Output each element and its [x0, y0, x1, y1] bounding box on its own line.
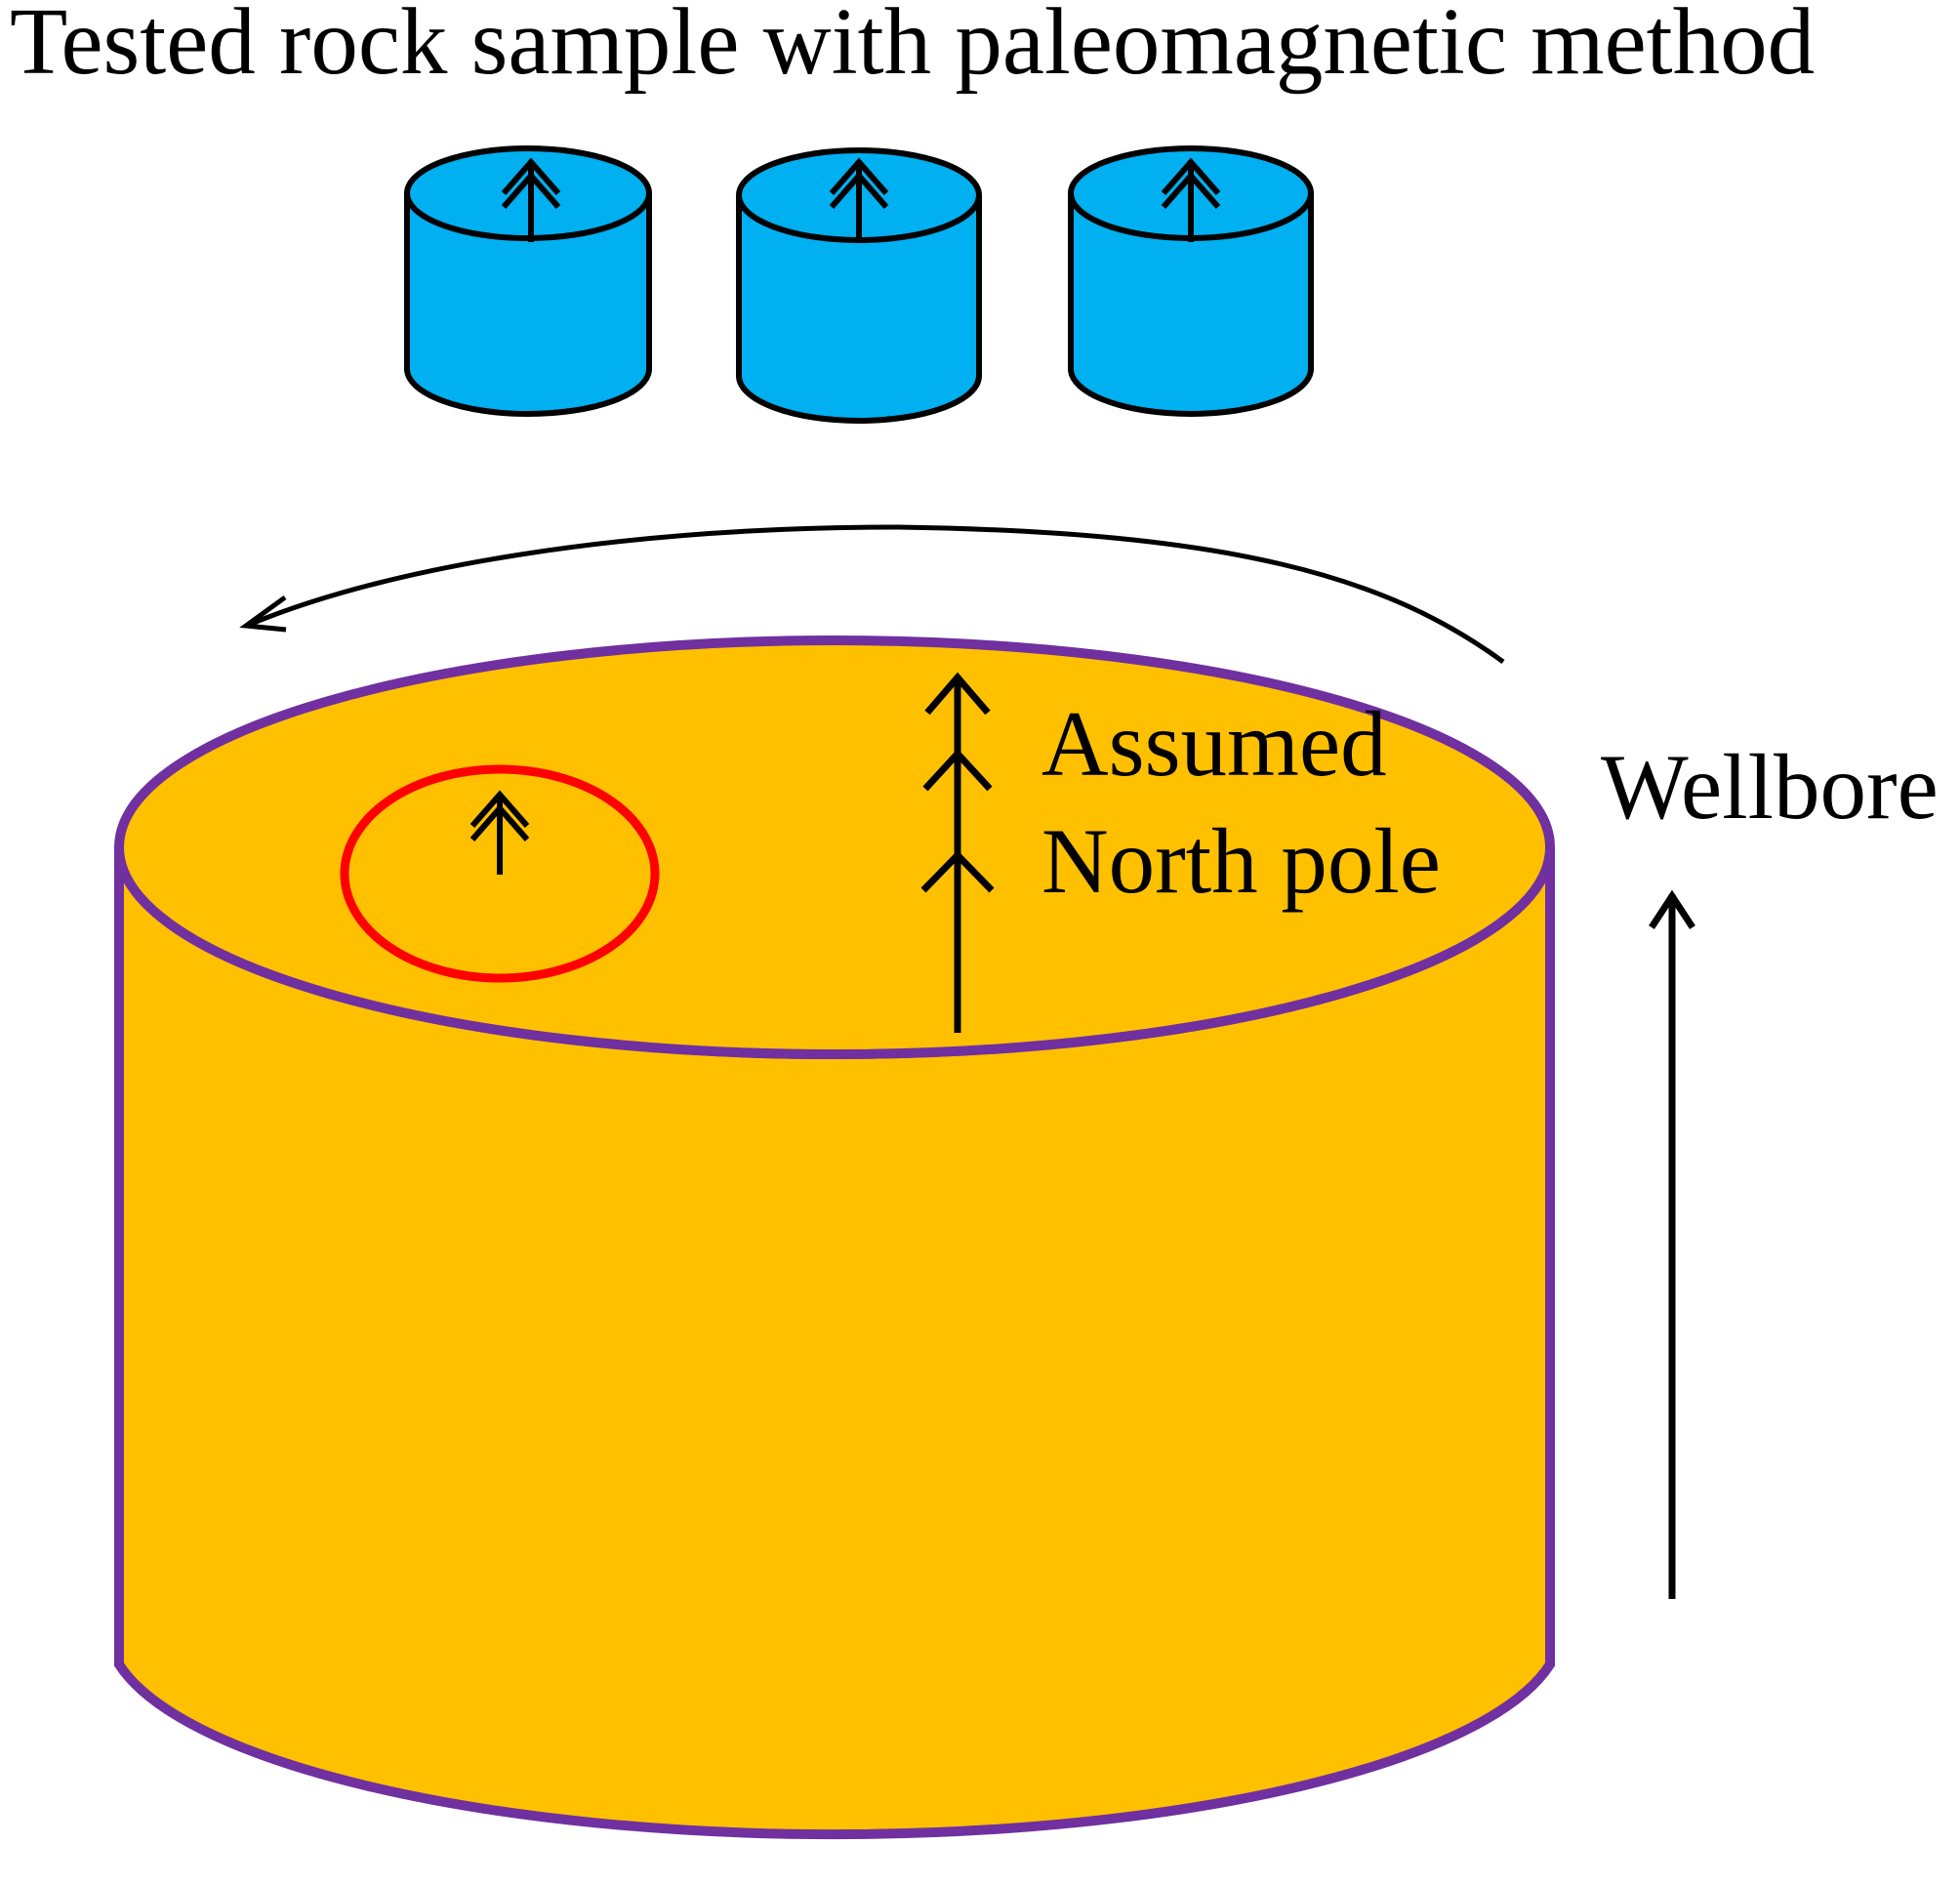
wellbore-label: Wellbore: [1601, 735, 1939, 839]
diagram-title: Tested rock sample with paleomagnetic me…: [10, 0, 1815, 94]
core-cylinder: [114, 635, 1555, 1840]
sample-cylinder-2: [736, 147, 982, 424]
wellbore-arrow: [1649, 889, 1695, 1599]
sample-cylinder-1: [404, 145, 652, 417]
sample-location-ring: [340, 764, 660, 983]
sample-cylinder-3: [1068, 145, 1314, 417]
assumed-label: Assumed: [1041, 692, 1387, 796]
core-top: [114, 635, 1555, 1059]
north-pole-label: North pole: [1041, 809, 1441, 913]
north-pole-arrow: [920, 672, 995, 1033]
rotation-arrow: [239, 524, 1505, 665]
